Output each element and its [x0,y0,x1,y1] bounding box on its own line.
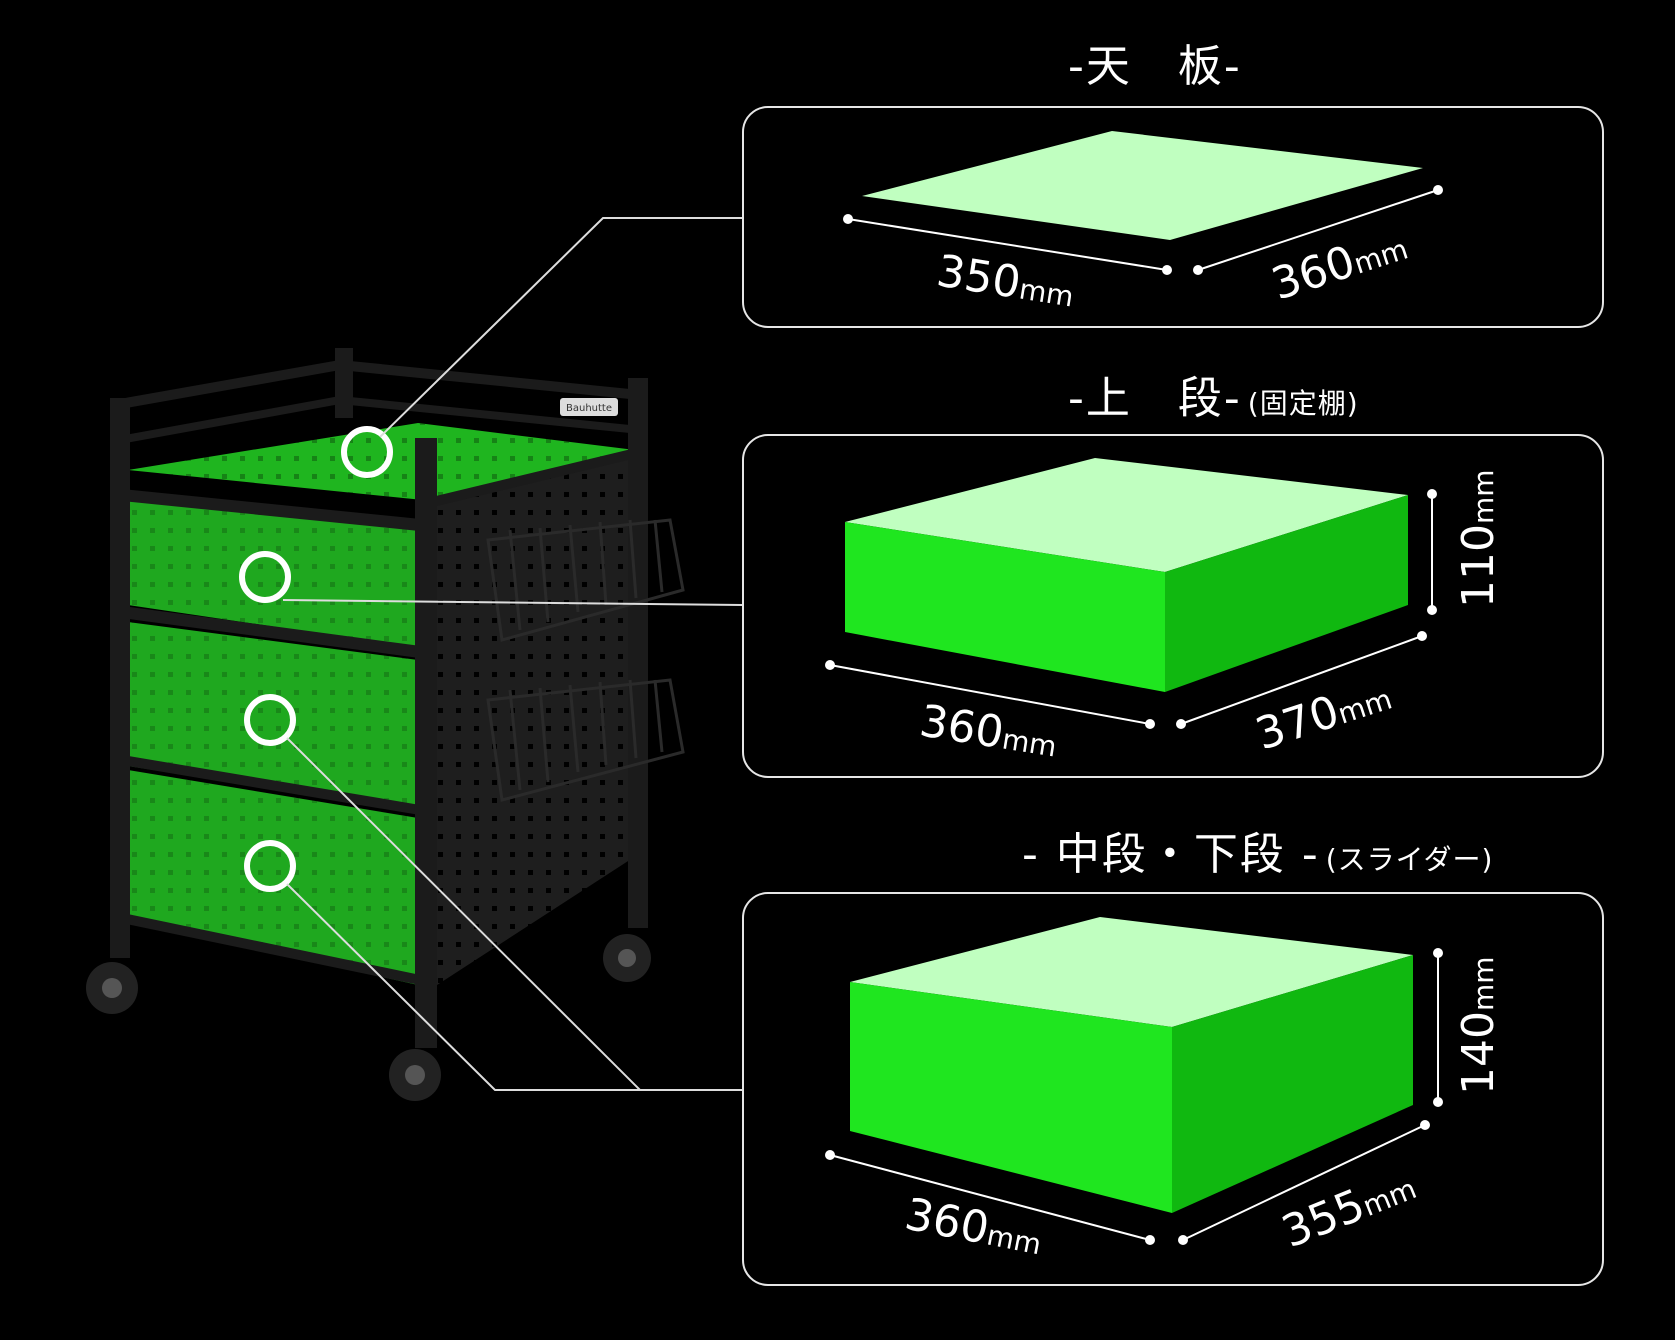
top-board-panel [742,106,1604,328]
upper-shelf-panel [742,434,1604,778]
middle-lower-height-unit: mm [1467,956,1500,1011]
top-board-depth-unit: mm [1350,232,1412,280]
svg-text:360mm: 360mm [916,695,1061,767]
middle-lower-depth-value: 355 [1275,1179,1372,1258]
svg-text:350mm: 350mm [933,245,1078,317]
top-board-marker [341,426,393,478]
middle-lower-diagram: 140mm 360mm 355mm [825,917,1504,1265]
upper-shelf-heading: -上 段-(固定棚) [1068,362,1359,426]
top-board-depth-value: 360 [1266,236,1362,310]
top-board-diagram: 350mm 360mm [843,131,1443,317]
upper-shelf-height-unit: mm [1467,469,1500,524]
lower-drawer-marker [244,840,296,892]
svg-text:355mm: 355mm [1275,1159,1423,1258]
upper-shelf-side-face [1165,495,1408,692]
side-pegboard [437,455,645,985]
caster-back-right [603,934,651,982]
leader-top-board [379,217,742,438]
svg-text:110mm: 110mm [1453,469,1504,608]
top-board-heading: -天 板- [1068,30,1242,94]
middle-lower-top-face [850,917,1413,1027]
cart-illustration: Bauhutte [86,217,743,1101]
caster-front-right [389,1049,441,1101]
leader-lower-drawer [286,883,640,1091]
upper-shelf-depth-unit: mm [1334,682,1396,730]
middle-lower-width-value: 360 [901,1189,993,1255]
top-board-shape [862,131,1423,240]
middle-lower-front-face [850,982,1172,1213]
middle-lower-title: - 中段・下段 - [1022,829,1320,880]
brand-plate [560,398,618,416]
svg-text:140mm: 140mm [1453,956,1504,1095]
middle-lower-heading: - 中段・下段 -(スライダー) [1022,818,1493,882]
upper-shelf-front-face [845,522,1165,692]
middle-lower-height-value: 140 [1453,1011,1504,1095]
top-board-title: -天 板- [1068,41,1242,92]
wire-basket-lower [486,678,685,802]
wire-basket-upper [486,518,685,642]
middle-lower-panel [742,892,1604,1286]
middle-lower-subtitle: (スライダー) [1325,843,1494,876]
top-board-width-value: 350 [933,245,1024,309]
upper-shelf-depth-value: 370 [1250,686,1346,760]
middle-lower-depth-unit: mm [1358,1172,1421,1223]
svg-text:370mm: 370mm [1250,669,1398,760]
upper-shelf-top-face [845,458,1408,572]
svg-text:360mm: 360mm [1266,219,1414,310]
upper-shelf-subtitle: (固定棚) [1247,387,1359,420]
upper-shelf-marker [239,551,291,603]
upper-shelf-title: -上 段- [1068,373,1242,424]
upper-shelf-width-unit: mm [1000,722,1059,763]
caster-front-left [86,962,138,1014]
svg-text:360mm: 360mm [901,1189,1047,1265]
brand-label: Bauhutte [566,403,612,414]
upper-shelf-height-value: 110 [1453,524,1504,608]
upper-shelf-diagram: 110mm 360mm 370mm [825,458,1504,767]
middle-lower-side-face [1172,955,1413,1213]
upper-shelf-width-value: 360 [916,695,1007,759]
middle-drawer-marker [244,694,296,746]
top-board-width-unit: mm [1017,272,1076,313]
leader-upper-shelf [282,599,743,606]
middle-lower-width-unit: mm [984,1219,1044,1262]
